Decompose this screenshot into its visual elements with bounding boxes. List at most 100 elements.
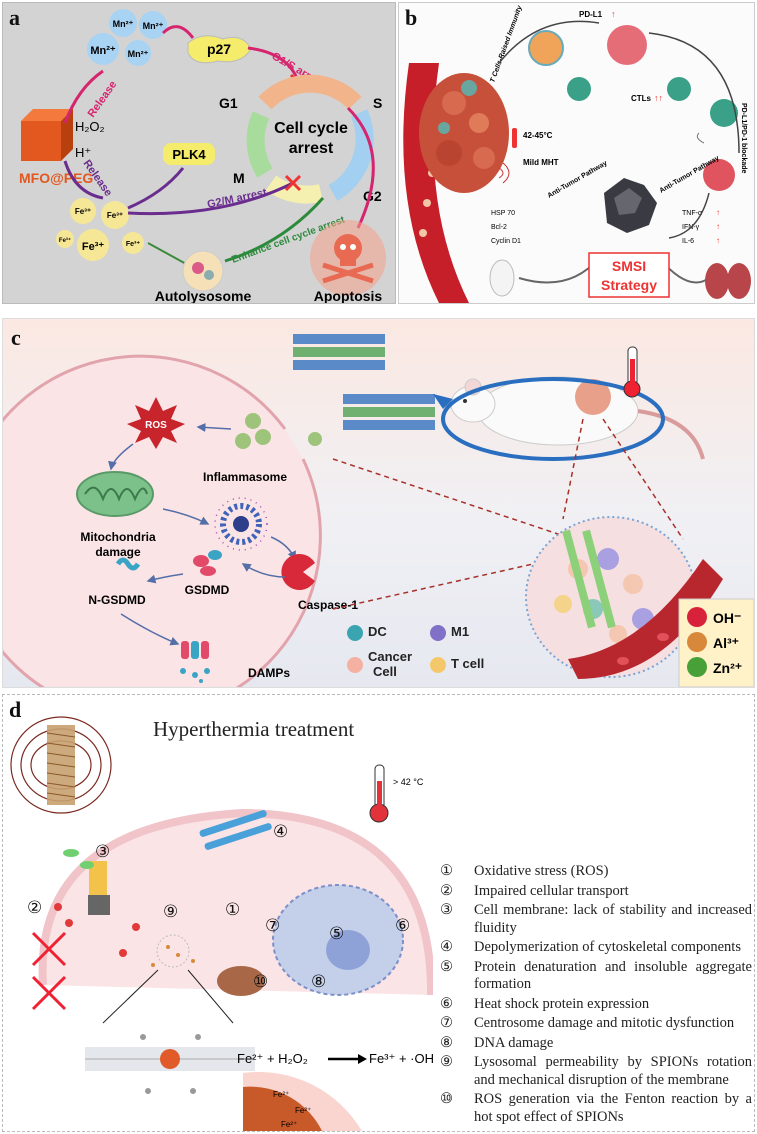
caspase-label: Caspase-1 (298, 598, 358, 612)
bcl-label: Bcl-2 (491, 224, 507, 231)
t-cell-right (710, 99, 738, 127)
marker-8: ⑧ (311, 972, 326, 991)
ctl-cell-1 (567, 77, 591, 101)
mn-ion: Mn²⁺ (113, 19, 134, 29)
autolysosome-label: Autolysosome (155, 288, 252, 304)
p27-label: p27 (207, 41, 231, 57)
inhibit-line (147, 242, 189, 266)
phase-s: S (373, 95, 382, 111)
thermometer-icon (369, 764, 389, 823)
svg-text:↑: ↑ (611, 9, 616, 19)
panel-b: b T Cells-Raised Immunity 42-45°C Mild M… (398, 2, 755, 304)
pdl1-label: PD-L1 (579, 10, 603, 19)
diagram-markers: ① ② ③ ④ ⑤ ⑥ ⑦ ⑧ ⑨ ⑩ (27, 822, 410, 991)
apoptosis-label: Apoptosis (314, 288, 383, 304)
svg-text:↑: ↑ (716, 208, 720, 217)
mn-ion-cluster: Mn²⁺ Mn²⁺ Mn²⁺ Mn²⁺ (87, 9, 167, 66)
ldh-nanosheet-1 (293, 334, 385, 370)
plk4-box (163, 143, 215, 165)
ros-burst-icon (127, 397, 185, 449)
panel-b-label: b (405, 5, 418, 30)
magnetic-coil-icon (10, 716, 112, 814)
fe-label: Fe²⁺ (295, 1106, 311, 1115)
bilayer-zoom-icon (85, 1034, 255, 1094)
spion-surface (243, 1086, 322, 1131)
mfo-cube (21, 109, 73, 161)
g2m-arrest: G2/M arrest (206, 187, 268, 211)
svg-text:Fe³⁺: Fe³⁺ (75, 207, 91, 216)
zn-ion-icon (687, 657, 707, 677)
marker-2: ② (27, 898, 42, 917)
zn-ion-label: Zn²⁺ (713, 660, 742, 676)
phase-m: M (233, 170, 245, 186)
panel-a: a Mn²⁺ Mn²⁺ Mn²⁺ Mn²⁺ p27 G1/S arrest S … (2, 2, 396, 304)
pyroptosis-diagram: ROS Mitochondria damage Inflammasome Cas… (3, 334, 754, 687)
smsi-box (588, 252, 670, 298)
gsdmd-icon (193, 550, 222, 576)
al-ion-label: Al³⁺ (713, 635, 739, 651)
legend-cancer-2: Cell (373, 664, 397, 679)
lungs-icon (705, 263, 751, 299)
skull-icon (322, 234, 374, 284)
tumor-microenvironment (525, 516, 723, 679)
dc-legend-icon (347, 625, 363, 641)
marker-4: ④ (273, 822, 288, 841)
mouse-icon (489, 259, 515, 297)
arrow-mn-p27 (161, 25, 195, 39)
fe-ion-cluster: Fe³⁺ Fe³⁺ Fe³⁺ Fe³⁺ Fe³⁺ (56, 198, 144, 261)
mn-ion: Mn²⁺ (128, 49, 149, 59)
fe-label: Fe²⁺ (273, 1090, 289, 1099)
phase-g1: G1 (219, 95, 238, 111)
mn-ion: Mn²⁺ (143, 21, 164, 31)
m1-legend-icon (430, 625, 446, 641)
svg-text:Fe³⁺: Fe³⁺ (126, 241, 141, 248)
arrow-p27-cycle (247, 46, 300, 82)
cell-cycle-diagram: Mn²⁺ Mn²⁺ Mn²⁺ Mn²⁺ p27 G1/S arrest S G1… (19, 9, 386, 304)
panel-a-label: a (9, 5, 20, 30)
il6-label: IL-6 (682, 238, 694, 245)
tumor-cell-icon (528, 30, 564, 66)
cyclin-label: Cyclin D1 (491, 238, 521, 245)
panel-c: c ROS Mitochondria damage Inflammasome C… (2, 318, 755, 688)
h2o2-label: H₂O₂ (75, 119, 105, 134)
svg-text:↑: ↑ (716, 222, 720, 231)
fenton-products: Fe³⁺ + ·OH⁻ (369, 1051, 433, 1066)
panel-c-label: c (11, 325, 21, 350)
hsp-label: HSP 70 (491, 210, 515, 217)
blockade-label: PD-L1/PD-1 blockade (740, 103, 747, 174)
cycle-title-2: arrest (289, 140, 334, 157)
marker-6: ⑥ (395, 916, 410, 935)
legend-dc: DC (368, 624, 387, 639)
cycle-arc-g1 (246, 111, 273, 178)
cycle-arc-s (258, 74, 362, 110)
mitochondrion-icon (217, 966, 265, 996)
lysosome-icon (156, 934, 190, 968)
mito-label-2: damage (95, 545, 141, 559)
svg-text:↑: ↑ (716, 236, 720, 245)
magnetic-coil (441, 377, 665, 461)
arrow-g2m (127, 181, 294, 216)
release-label-1: Release (86, 79, 120, 120)
al-ion-icon (687, 632, 707, 652)
cycle-arc-m (265, 175, 324, 204)
svg-text:Fe³⁺: Fe³⁺ (107, 211, 123, 220)
ctls-label: CTLs (631, 94, 652, 103)
arrow-apoptosis (346, 106, 375, 229)
mfo-label: MFO@PEG (19, 170, 93, 186)
temp-label: 42-45°C (523, 131, 553, 140)
ctl-cell-2 (667, 77, 691, 101)
legend-m1: M1 (451, 624, 470, 639)
spion-cluster (604, 178, 657, 233)
arrow-fe-plk4 (127, 167, 185, 210)
smsi-label-2: Strategy (601, 277, 657, 293)
panel-d: d Hyperthermia treatment > 42 °C (2, 694, 755, 1132)
tumor-mass (419, 73, 509, 193)
svg-text:↑↑: ↑↑ (654, 93, 663, 103)
panel-d-label: d (9, 697, 22, 722)
